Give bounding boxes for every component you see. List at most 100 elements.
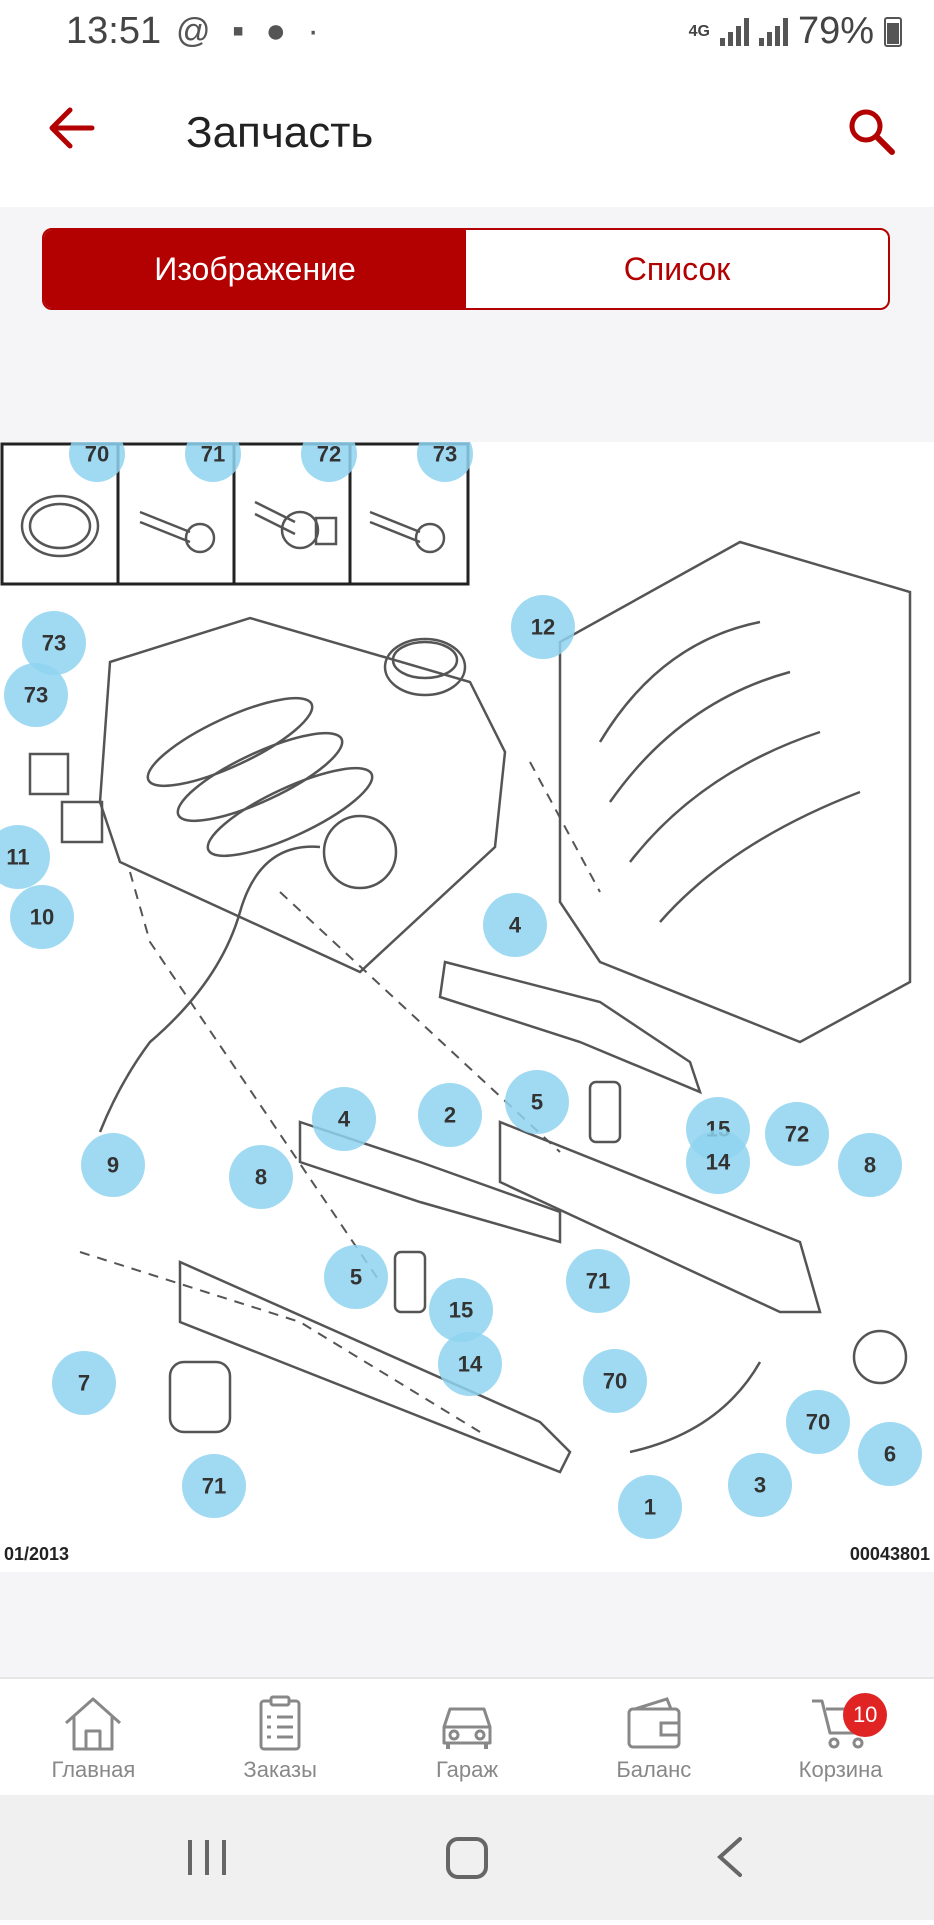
part-number: 7 — [78, 1371, 90, 1396]
back-button-icon[interactable] — [717, 1837, 742, 1877]
home-icon — [65, 1697, 122, 1751]
battery-icon — [884, 16, 902, 47]
nav-orders[interactable]: Заказы — [187, 1679, 374, 1795]
part-callout[interactable]: 2 — [418, 1083, 482, 1147]
battery-percent: 79% — [797, 10, 874, 52]
part-callout[interactable]: 14 — [438, 1332, 502, 1396]
nav-cart[interactable]: Корзина 10 — [747, 1679, 934, 1795]
part-number: 4 — [338, 1107, 351, 1132]
nav-cart-label: Корзина — [798, 1757, 883, 1782]
engine-cover — [98, 616, 507, 974]
part-callout[interactable]: 70 — [583, 1349, 647, 1413]
part-callout[interactable]: 8 — [838, 1133, 902, 1197]
part-callout[interactable]: 70 — [786, 1390, 850, 1454]
part-number: 1 — [644, 1495, 656, 1520]
notification-icons: @ ▪ ● · — [176, 12, 325, 50]
part-callout[interactable]: 12 — [511, 595, 575, 659]
app-bar: Запчасть — [0, 62, 934, 207]
part-callout[interactable]: 72 — [301, 442, 357, 482]
part-callout[interactable]: 6 — [858, 1422, 922, 1486]
part-number: 73 — [433, 442, 457, 467]
part-callout[interactable]: 71 — [185, 442, 241, 482]
part-callout[interactable]: 73 — [417, 442, 473, 482]
status-right: 4G 79% — [689, 10, 902, 53]
gasket-upper — [438, 960, 703, 1095]
part-number: 3 — [754, 1473, 766, 1498]
part-number: 70 — [85, 442, 109, 467]
part-callout[interactable]: 7 — [52, 1351, 116, 1415]
wallet-icon — [627, 1697, 681, 1749]
nav-balance-label: Баланс — [616, 1757, 692, 1782]
part-callout[interactable]: 72 — [765, 1102, 829, 1166]
page-title: Запчасть — [186, 108, 374, 157]
search-icon[interactable] — [846, 106, 896, 156]
part-callout[interactable]: 71 — [182, 1454, 246, 1518]
tab-image[interactable]: Изображение — [44, 230, 466, 308]
part-number: 11 — [6, 845, 29, 870]
cart-badge: 10 — [843, 1693, 888, 1737]
part-number: 73 — [24, 683, 48, 708]
part-callout[interactable]: 1 — [618, 1475, 682, 1539]
part-number: 5 — [531, 1090, 543, 1115]
part-number: 4 — [509, 913, 522, 938]
nav-garage-label: Гараж — [435, 1757, 499, 1782]
back-arrow-icon[interactable] — [46, 102, 98, 154]
system-navigation — [0, 1795, 934, 1920]
view-toggle: Изображение Список — [42, 228, 890, 310]
diagram-code: 00043801 — [850, 1544, 930, 1564]
signal-icon-2 — [758, 17, 788, 46]
part-callout[interactable]: 73 — [4, 663, 68, 727]
nav-home[interactable]: Главная — [0, 1679, 187, 1795]
part-callout[interactable]: 71 — [566, 1249, 630, 1313]
status-bar: 13:51 @ ▪ ● · 4G 79% — [0, 0, 934, 62]
intake-manifold — [558, 540, 912, 1044]
part-callout[interactable]: 10 — [10, 885, 74, 949]
signal-icon — [719, 17, 749, 46]
orders-icon — [259, 1695, 301, 1751]
nav-orders-label: Заказы — [243, 1757, 317, 1782]
gasket-lower — [298, 1120, 562, 1244]
part-callout[interactable]: 3 — [728, 1453, 792, 1517]
nav-garage[interactable]: Гараж — [374, 1679, 561, 1795]
part-number: 70 — [806, 1410, 830, 1435]
car-icon — [442, 1707, 492, 1749]
part-callout[interactable]: 9 — [81, 1133, 145, 1197]
part-callout[interactable]: 5 — [324, 1245, 388, 1309]
part-callout[interactable]: 15 — [429, 1278, 493, 1342]
part-number: 71 — [586, 1269, 610, 1294]
part-callout[interactable]: 11 — [0, 825, 50, 889]
part-callout[interactable]: 4 — [483, 893, 547, 957]
part-number: 71 — [202, 1474, 226, 1499]
diagram-date: 01/2013 — [4, 1544, 69, 1564]
part-number: 14 — [706, 1150, 731, 1175]
part-callout[interactable]: 73 — [22, 611, 86, 675]
part-number: 14 — [458, 1352, 483, 1377]
part-number: 12 — [531, 615, 555, 640]
fuel-rail-upper — [498, 1120, 822, 1314]
part-number: 8 — [255, 1165, 267, 1190]
part-number: 8 — [864, 1153, 876, 1178]
status-time: 13:51 — [66, 10, 162, 52]
recent-apps-icon[interactable] — [188, 1840, 226, 1875]
nav-home-label: Главная — [51, 1757, 136, 1782]
part-callout[interactable]: 14 — [686, 1130, 750, 1194]
tab-list[interactable]: Список — [623, 250, 731, 287]
part-callout[interactable]: 70 — [69, 442, 125, 482]
part-number: 73 — [42, 631, 66, 656]
part-callout[interactable]: 4 — [312, 1087, 376, 1151]
part-number: 5 — [350, 1265, 362, 1290]
part-number: 15 — [449, 1298, 473, 1323]
part-number: 72 — [785, 1122, 809, 1147]
network-type: 4G — [688, 22, 710, 40]
part-number: 70 — [603, 1369, 627, 1394]
home-button-icon[interactable] — [446, 1837, 488, 1879]
bottom-navigation: Главная Заказы Гараж Баланс К — [0, 1677, 934, 1795]
part-number: 9 — [107, 1153, 119, 1178]
part-number: 10 — [30, 905, 54, 930]
part-callout[interactable]: 8 — [229, 1145, 293, 1209]
part-number: 2 — [444, 1103, 456, 1128]
fuel-rail-lower — [178, 1260, 572, 1474]
part-callout[interactable]: 5 — [505, 1070, 569, 1134]
nav-balance[interactable]: Баланс — [560, 1679, 747, 1795]
